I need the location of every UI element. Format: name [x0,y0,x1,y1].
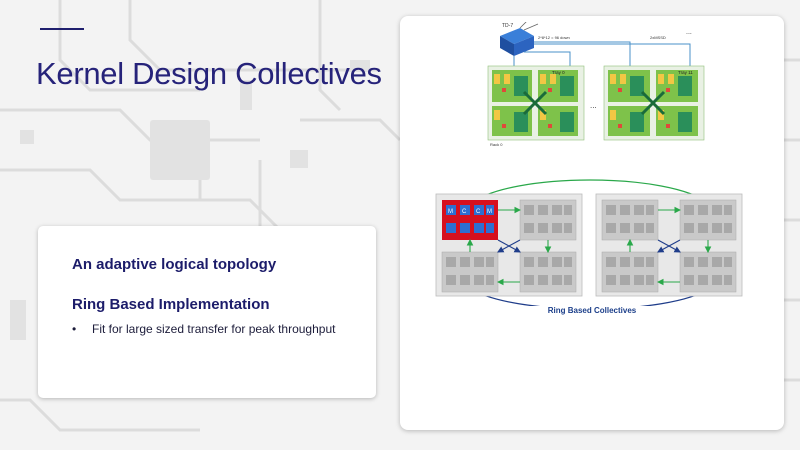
link-label-right: 2xMSSD [650,35,666,40]
ring-arc-bottom [469,287,711,306]
bullet-text: Fit for large sized transfer for peak th… [92,322,336,336]
switch-chip-icon [500,22,539,56]
node-left-top-left: M C C M [442,200,498,240]
node-label: M [487,209,492,215]
node-label: M [448,209,453,215]
title-accent-line [40,28,84,30]
tray-group-right [603,65,705,141]
ring-collectives-diagram: M C C M [435,179,743,306]
node-right-top-right [679,199,737,241]
node-left-bottom-left [441,251,499,293]
node-right-top-left [601,199,659,241]
rack-label: Rack 0 [490,142,503,147]
tray-right-label: Tray 11 [678,70,693,75]
tray-left-label: Tray 0 [552,70,565,75]
heading-ring-implementation: Ring Based Implementation [72,296,270,313]
diagram-card: TD-7 2*8*12 = 96 down 2xMSSD ... [400,16,784,430]
node-right-bottom-right [679,251,737,293]
slide-title: Kernel Design Collectives [36,56,382,91]
node-left-bottom-right [519,251,577,293]
heading-adaptive-topology: An adaptive logical topology [72,256,277,273]
node-label: C [476,209,481,215]
ellipsis-mid: ... [590,101,597,110]
tray-group-left [487,65,585,141]
link-label: 2*8*12 = 96 down [538,35,570,40]
tray-rack-diagram: TD-7 2*8*12 = 96 down 2xMSSD ... [487,22,705,147]
diagram-caption: Ring Based Collectives [547,306,637,315]
switch-label: TD-7 [502,23,513,29]
node-left-top-right [519,199,577,241]
node-label: C [462,209,467,215]
ring-arc-top [469,179,711,205]
bullet-marker: • [72,322,77,336]
ellipsis-top: ... [686,29,692,36]
text-card: An adaptive logical topology Ring Based … [38,226,376,398]
node-right-bottom-left [601,251,659,293]
